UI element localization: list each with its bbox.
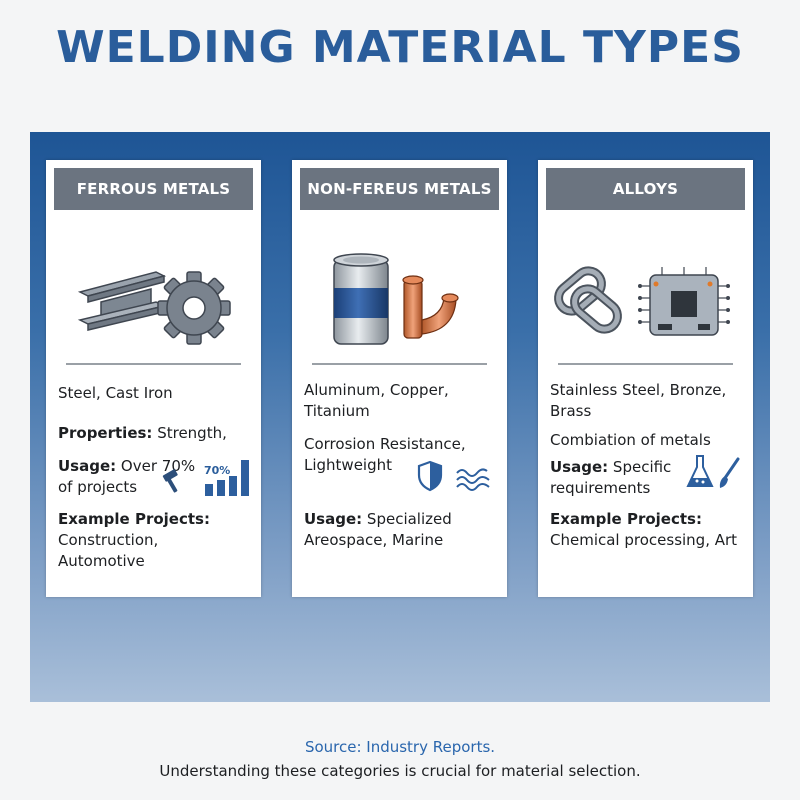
properties-value: Strength, (157, 424, 227, 442)
usage-label: Usage: (550, 458, 609, 476)
card-non-ferrous-metals: NON-FEREUS METALS (292, 160, 507, 597)
card-alloys: ALLOYS (538, 160, 753, 597)
divider (312, 363, 487, 365)
materials-text: Steel, Cast Iron (58, 384, 173, 402)
example-label: Example Projects: (58, 510, 210, 528)
chart-badge: 70% (204, 464, 231, 477)
circuit-chip-icon (638, 267, 730, 336)
properties-value: Combiation of metals (550, 431, 711, 449)
materials-text: Stainless Steel, Bronze, Brass (550, 381, 727, 420)
gear-icon (157, 271, 231, 345)
example-projects: Example Projects: Chemical processing, A… (550, 509, 740, 551)
source-text: Source: Industry Reports. (304, 738, 496, 756)
page-title: WELDING MATERIAL TYPES (56, 22, 744, 73)
alloys-illustration (554, 266, 730, 336)
bar-chart-icon (205, 460, 249, 496)
non-ferrous-illustration (333, 253, 459, 345)
usage-line: Usage: Specific requirements (550, 457, 680, 499)
divider (66, 363, 241, 365)
usage-line: Usage: Over 70% of projects (58, 456, 198, 498)
example-value: Chemical processing, Art (550, 531, 738, 549)
properties-value: Corrosion Resistance, Lightweight (304, 435, 466, 474)
properties-line: Properties: Strength, (58, 423, 227, 444)
flask-icon (686, 455, 714, 487)
example-label: Example Projects: (550, 510, 702, 528)
shield-icon (417, 460, 443, 492)
aluminum-can-icon (333, 253, 389, 345)
card-header: FERROUS METALS (54, 168, 253, 210)
usage-label: Usage: (304, 510, 363, 528)
divider (558, 363, 733, 365)
card-header: ALLOYS (546, 168, 745, 210)
card-header: NON-FEREUS METALS (300, 168, 499, 210)
example-projects: Example Projects: Construction, Automoti… (58, 509, 248, 572)
waves-icon (456, 468, 490, 491)
i-beam-icon (77, 271, 167, 331)
copper-pipe-icon (402, 275, 459, 339)
materials-text: Aluminum, Copper, Titanium (304, 381, 449, 420)
properties-label: Properties: (58, 424, 153, 442)
example-value: Construction, Automotive (58, 531, 159, 570)
usage-line: Usage: Specialized Areospace, Marine (304, 509, 494, 551)
paintbrush-icon (719, 457, 740, 488)
card-ferrous-metals: FERROUS METALS (46, 160, 261, 597)
usage-value: Specialized Areospace, Marine (304, 510, 452, 549)
footer-note: Understanding these categories is crucia… (159, 762, 641, 780)
usage-value: Specific requirements (550, 458, 672, 497)
ferrous-illustration (77, 271, 231, 345)
hammer-icon (162, 469, 178, 493)
chain-links-icon (554, 266, 622, 334)
usage-label: Usage: (58, 457, 117, 475)
usage-value: Over 70% of projects (58, 457, 196, 496)
categories-panel: FERROUS METALS (30, 132, 770, 702)
